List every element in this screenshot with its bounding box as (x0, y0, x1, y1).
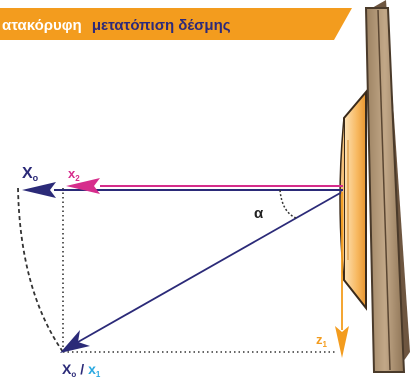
diagonal-beam-line (77, 191, 343, 343)
svg-text:ατακόρυφη μετατόπιση δέσ: ατακόρυφη μετατόπιση δέσμης (2, 17, 231, 34)
wall-frame-front (364, 7, 406, 373)
wall-frame (364, 0, 410, 373)
label-x2-main: x (68, 166, 76, 181)
label-bottom-x1-main: x (88, 361, 96, 377)
label-bottom-sep: / (80, 361, 84, 377)
banner-background (0, 8, 352, 40)
lens-mount (339, 89, 367, 311)
z1-arrowhead (335, 326, 349, 358)
label-x0-main: X (22, 165, 33, 182)
label-x2: x2 (68, 166, 80, 183)
label-x0: Xo (22, 165, 39, 183)
wall-frame-edge (377, 9, 391, 371)
label-bottom-x1-sub: 1 (96, 370, 101, 379)
z1-arrow (335, 192, 349, 358)
banner-prefix: ατακόρυφη (2, 17, 82, 34)
label-z1-sub: 1 (323, 340, 328, 349)
label-x0-sub: o (33, 173, 39, 183)
title-banner: ατακόρυφη μετατόπιση δέσμης (0, 8, 352, 40)
label-z1-main: z (316, 332, 323, 347)
label-z1: z1 (316, 332, 328, 349)
lens-body (343, 89, 367, 311)
banner-highlight: μετατόπιση δέσμης (92, 17, 231, 34)
label-bottom-x0-sub: o (71, 370, 76, 379)
label-x0-x1: Xo /x1 (62, 361, 101, 379)
label-alpha: α (254, 205, 264, 222)
angle-arc (279, 189, 297, 219)
diagonal-beam (60, 191, 343, 353)
diagonal-arrowhead (60, 330, 90, 353)
x0-arrowhead (22, 182, 56, 198)
label-bottom-x0-main: X (62, 361, 72, 377)
dashed-arc (17, 187, 64, 353)
x2-beam (66, 178, 343, 194)
x2-arrowhead (66, 178, 100, 194)
label-x2-sub: 2 (75, 174, 80, 183)
reference-beam (22, 182, 343, 198)
construction-lines (17, 187, 336, 353)
